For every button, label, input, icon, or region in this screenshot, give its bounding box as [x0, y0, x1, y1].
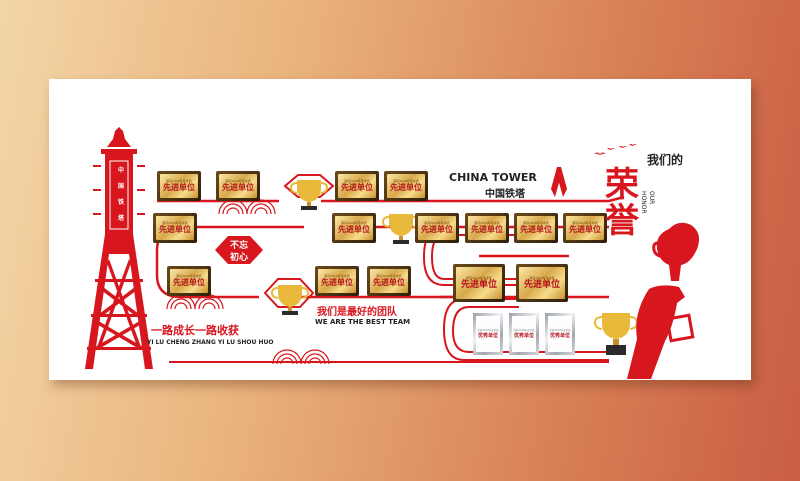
slogan-badge-line2: 初心 [229, 253, 248, 263]
tower-text: 塔 [117, 215, 124, 222]
award-plaque: 荣获2018年度考核先进单位 [384, 171, 428, 201]
honor-wall-panel: 荣获2018年度考核先进单位 荣获2018年度考核先进单位 荣获2018年度考核… [49, 79, 751, 380]
award-plaque: 荣获2018年度考核先进单位 [332, 213, 376, 243]
honor-en-1: OUR [648, 191, 655, 205]
trophy-icon [270, 285, 310, 315]
tower-text: 铁 [117, 199, 124, 206]
tower-text: 国 [117, 183, 124, 190]
bird-icon [594, 144, 637, 155]
brand-name-en: CHINA TOWER [449, 171, 537, 184]
trophy-icon [381, 214, 421, 244]
honor-en-2: HONOR [640, 191, 647, 214]
award-plaque: 荣获2018年度考核先进单位 [516, 264, 568, 302]
award-plaque: 荣获2018年度考核先进单位 [216, 171, 260, 201]
award-plaque: 荣获2018年度考核先进单位 [157, 171, 201, 201]
award-plaque: 荣获2018年度考核先进单位 [153, 213, 197, 243]
left-slogan-cn: 一路成长一路收获 [151, 324, 239, 337]
award-plaque: 荣获2018年度考核先进单位 [453, 264, 505, 302]
hand-holding-trophy-icon [627, 222, 699, 379]
award-plaque: 荣获2018年度考核先进单位 [315, 266, 359, 296]
honor-title-big: 荣誉 [605, 165, 639, 241]
tower-text: 中 [117, 167, 124, 174]
certificate: 荣获2018年度考核优秀单位 [509, 313, 539, 355]
team-slogan-en: WE ARE THE BEST TEAM [315, 318, 411, 326]
team-slogan-cn: 我们是最好的团队 [317, 307, 397, 318]
award-plaque: 荣获2018年度考核先进单位 [465, 213, 509, 243]
trophy-icon [289, 180, 329, 210]
award-plaque: 荣获2018年度考核先进单位 [563, 213, 607, 243]
award-plaque: 荣获2018年度考核先进单位 [415, 213, 459, 243]
left-slogan-en: YI LU CHENG ZHANG YI LU SHOU HUO [147, 339, 274, 346]
china-tower-logo-icon [551, 167, 567, 197]
certificate: 荣获2018年度考核优秀单位 [473, 313, 503, 355]
award-plaque: 荣获2018年度考核先进单位 [167, 266, 211, 296]
trophy-icon [593, 313, 639, 355]
certificate: 荣获2018年度考核优秀单位 [545, 313, 575, 355]
award-plaque: 荣获2018年度考核先进单位 [367, 266, 411, 296]
brand-name-cn: 中国铁塔 [485, 189, 525, 200]
honor-title-top: 我们的 [647, 153, 684, 167]
award-plaque: 荣获2018年度考核先进单位 [514, 213, 558, 243]
slogan-badge-line1: 不忘 [229, 241, 248, 251]
award-plaque: 荣获2018年度考核先进单位 [335, 171, 379, 201]
